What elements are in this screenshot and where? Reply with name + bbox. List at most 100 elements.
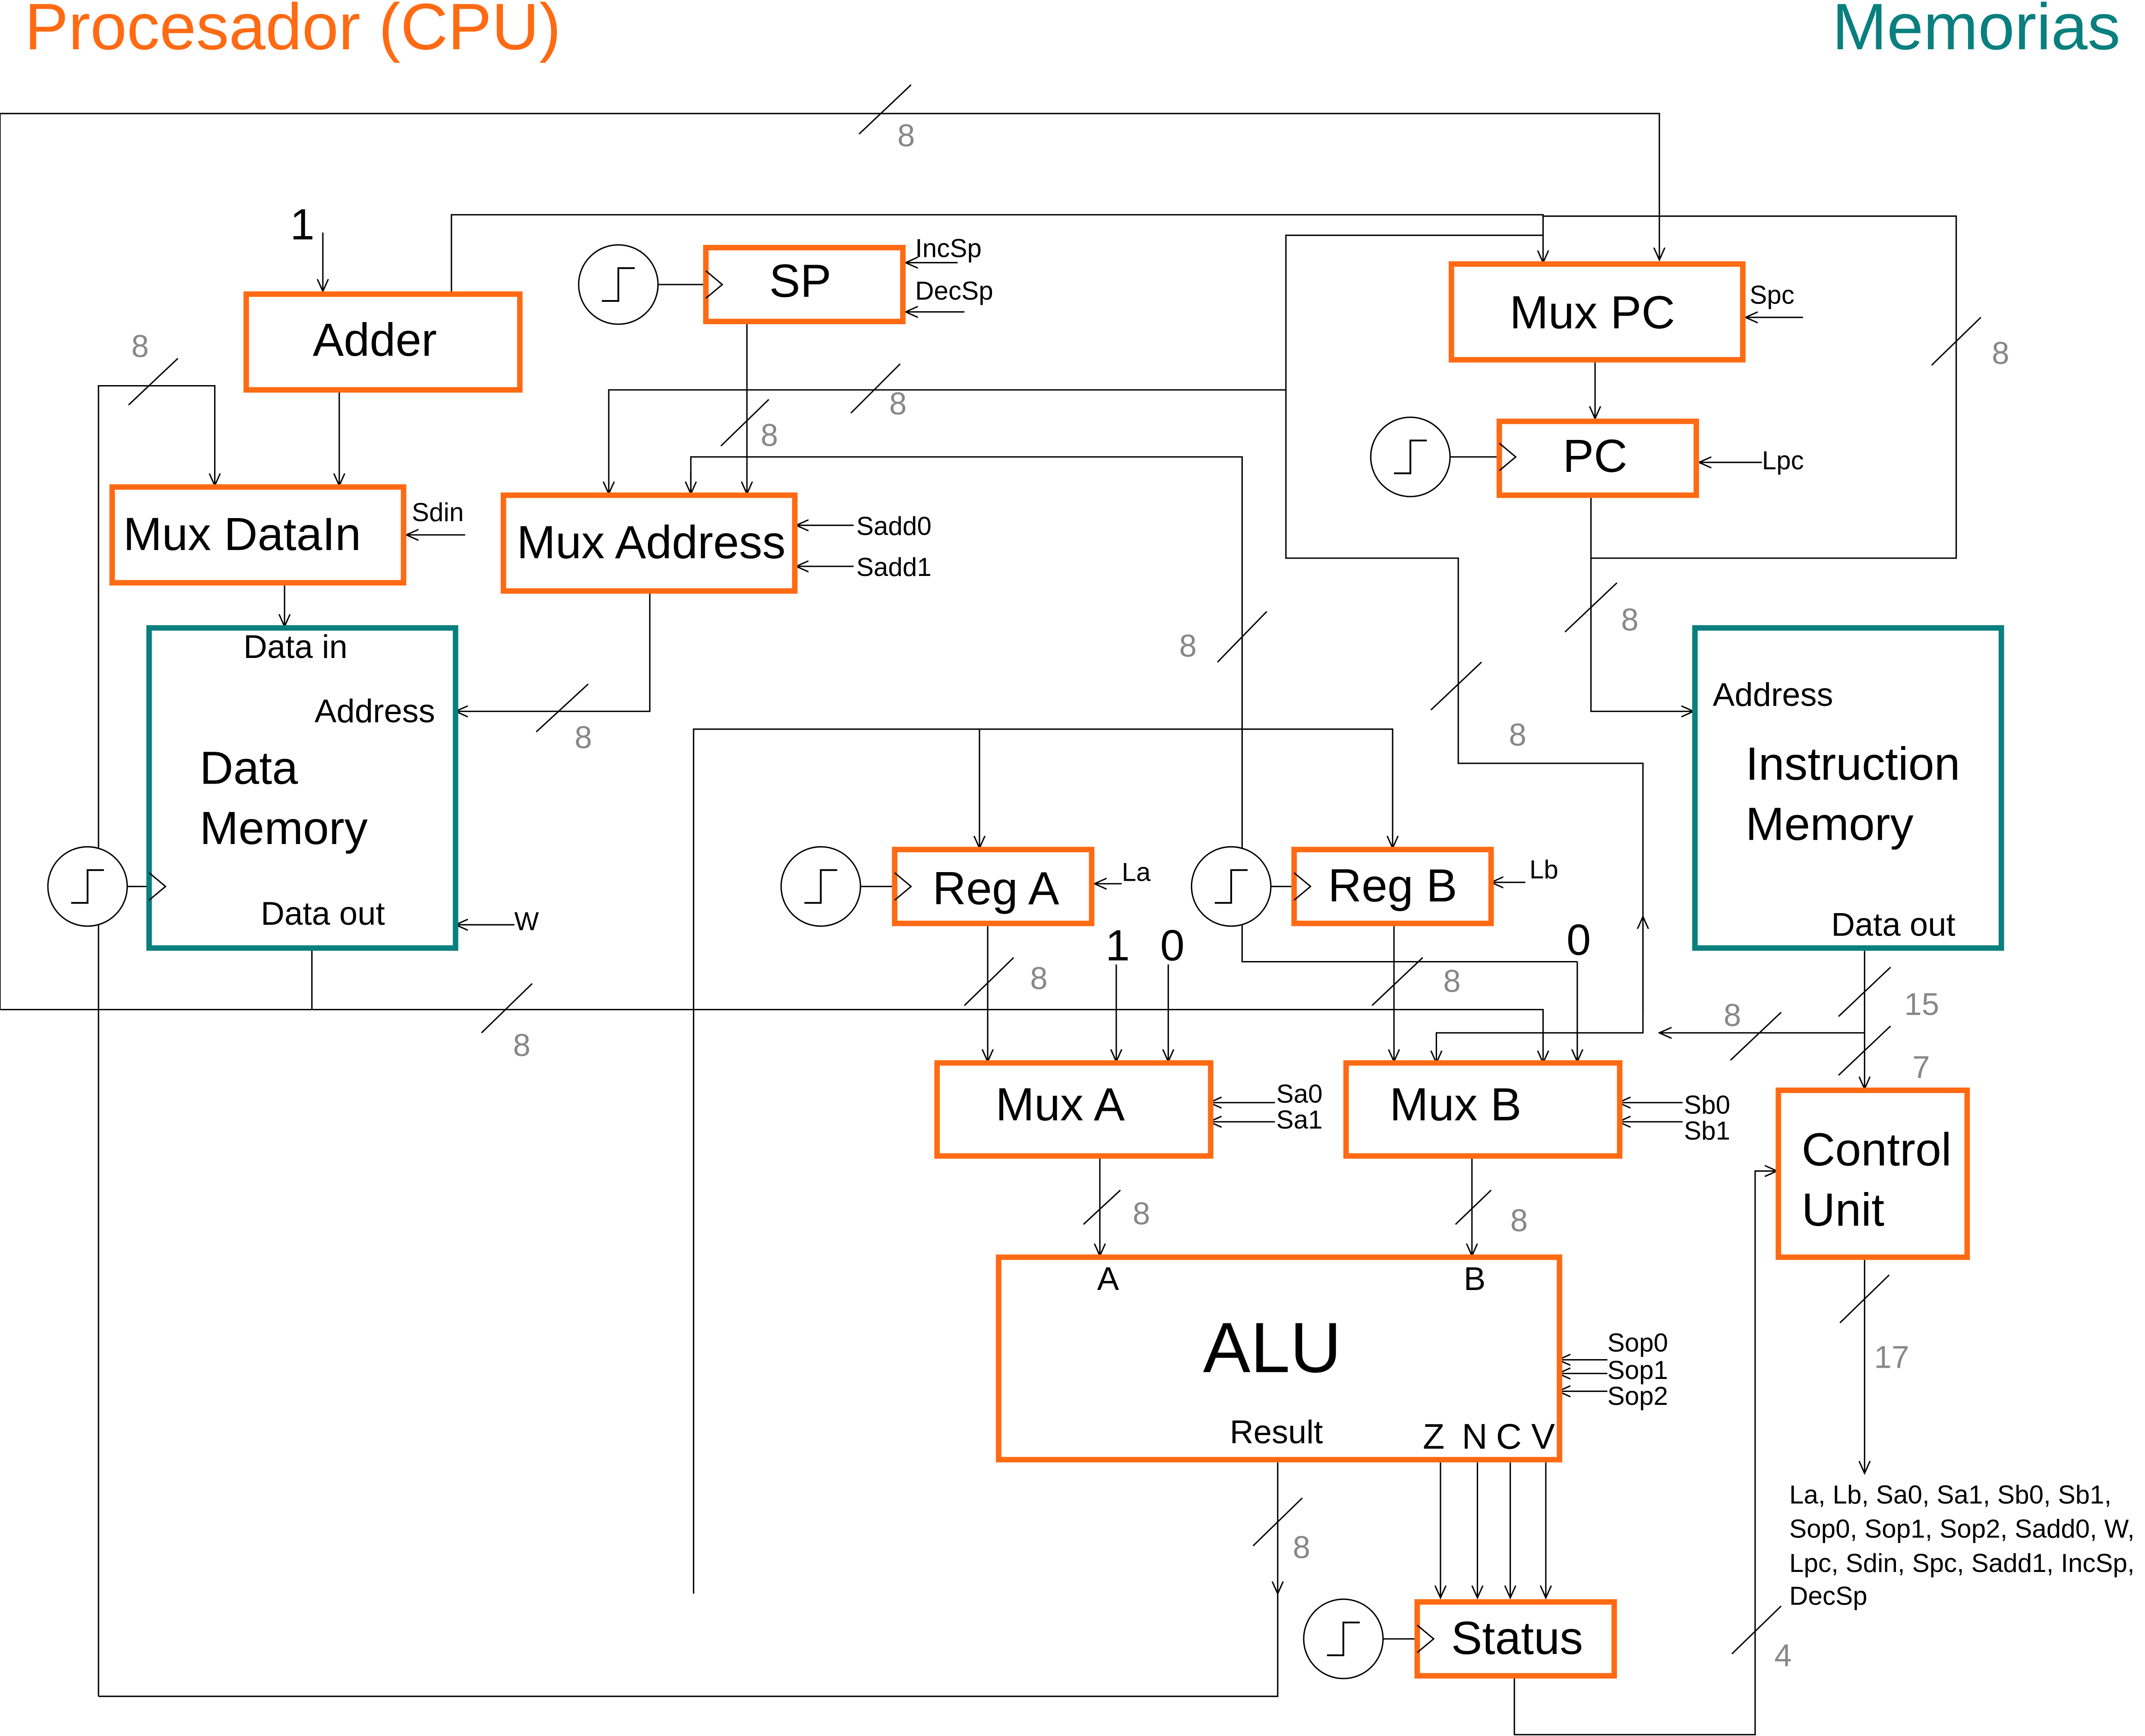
dmem-data-out-label: Data out [261,895,385,932]
slash-muxa-out [1083,1189,1121,1225]
dmem-data-in-label: Data in [243,629,347,665]
width-status-out: 4 [1774,1638,1792,1673]
width-regb: 8 [1443,964,1461,999]
mux-address-label: Mux Address [517,516,786,568]
flag-z-label: Z [1423,1417,1444,1457]
wire-pc-out [1590,498,1694,711]
slash-sp [720,399,770,447]
width-sp: 8 [761,418,778,453]
mux-a-label: Mux A [995,1078,1125,1130]
const-mux-b-zero: 0 [1567,916,1591,964]
wire-adder-to-muxpc [451,214,1543,293]
control-outputs-line: Sop0, Sop1, Sop2, Sadd0, W, [1789,1515,2135,1543]
wire-imem-out [1659,951,1865,1033]
slash-rega [964,957,1014,1006]
signal-sdin: Sdin [412,498,464,527]
alu-input-b-label: B [1464,1261,1486,1297]
width-adder-datain: 8 [131,329,149,364]
mux-b-label: Mux B [1390,1078,1521,1130]
slash-alu-result [1252,1497,1303,1546]
labels: Procesador (CPU) Memorias Adder SP Mux P… [25,0,2135,1673]
wire-top-bus [0,113,1659,390]
const-mux-a-zero: 0 [1160,921,1185,970]
slash-top-bus [859,84,912,135]
slash-pc-imem [1564,582,1617,633]
width-top-bus: 8 [897,118,915,153]
control-outputs-line: DecSp [1789,1581,1867,1610]
slash-regb [1371,957,1423,1006]
width-muxa-out: 8 [1133,1196,1150,1231]
signal-sop1: Sop1 [1608,1356,1668,1385]
mux-pc-block [1448,261,1746,363]
signal-sa1: Sa1 [1276,1105,1323,1134]
reg-b-block [1291,847,1494,926]
wires [0,113,1957,1736]
wire-left-mid [98,385,215,1697]
clock-icon [1191,846,1272,927]
width-pc-imem: 8 [1621,603,1639,638]
dmem-address-label: Address [315,693,435,730]
width-imem-out: 15 [1904,987,1939,1022]
width-control-in: 7 [1912,1050,1930,1085]
clock-icon [578,244,659,325]
flag-c-label: C [1496,1417,1522,1457]
width-dmem-out: 8 [513,1028,531,1063]
clock-input-marker [1417,1625,1435,1653]
sp-label: SP [769,255,831,307]
signal-lb: Lb [1529,855,1558,884]
slash-status-out [1731,1605,1782,1655]
signal-la: La [1122,858,1151,887]
wire-right-loop [1543,215,1957,559]
imem-address-label: Address [1713,677,1833,713]
instruction-memory-block [1692,625,2004,951]
wire-mid-frame [1285,234,1543,390]
dmem-title-line1: Data [200,742,298,794]
sp-block [703,245,906,324]
width-alu-result: 8 [1293,1530,1311,1565]
clock-icon [780,846,861,927]
adder-block [243,291,523,393]
wire-regb-loop [690,456,1577,963]
signal-sadd1: Sadd1 [856,553,932,582]
pc-block [1496,418,1699,498]
slash-control-out [1839,1274,1890,1324]
title-memories: Memorias [1832,0,2120,63]
alu-label: ALU [1203,1308,1342,1387]
mux-datain-label: Mux DataIn [123,508,361,560]
wire-status-out [1513,1171,1777,1736]
clock-icon [1303,1598,1384,1679]
slash-right-loop [1931,316,1981,366]
width-left-mid: 8 [1179,629,1197,664]
control-unit-line1: Control [1802,1123,1952,1176]
clock-input-marker [705,270,723,299]
clock-input-marker [894,872,913,901]
slash-control-in [1838,1025,1891,1076]
flag-n-label: N [1462,1417,1488,1457]
signal-incsp: IncSp [915,234,982,263]
clock-input-marker [148,872,167,901]
clocks [47,244,1451,1679]
wire-bottom-bus [98,1594,1279,1697]
status-label: Status [1451,1612,1583,1664]
slash-dmem-out [481,983,533,1034]
status-block [1414,1599,1617,1679]
width-mid-muxpc: 8 [1509,718,1526,753]
mux-b-block [1343,1060,1623,1159]
alu-block [996,1254,1563,1463]
signal-sb1: Sb1 [1684,1116,1730,1145]
imem-title-line1: Instruction [1746,737,1960,790]
signal-w: W [515,907,539,936]
control-outputs-line: Lpc, Sdin, Spc, Sadd1, IncSp, [1789,1549,2135,1578]
reg-a-label: Reg A [932,862,1059,914]
signal-sadd0: Sadd0 [856,512,932,541]
mux-a-block [934,1060,1213,1159]
imem-title-line2: Memory [1746,798,1914,850]
width-right-loop: 8 [1992,336,2009,371]
width-imem-muxb: 8 [1724,998,1741,1033]
clock-input-marker [1499,443,1517,471]
width-control-out: 17 [1874,1340,1909,1375]
signal-lpc: Lpc [1762,446,1804,475]
slash-left-mid [1217,611,1267,663]
dmem-title-line2: Memory [200,802,368,854]
slash-adder-datain [128,358,179,406]
